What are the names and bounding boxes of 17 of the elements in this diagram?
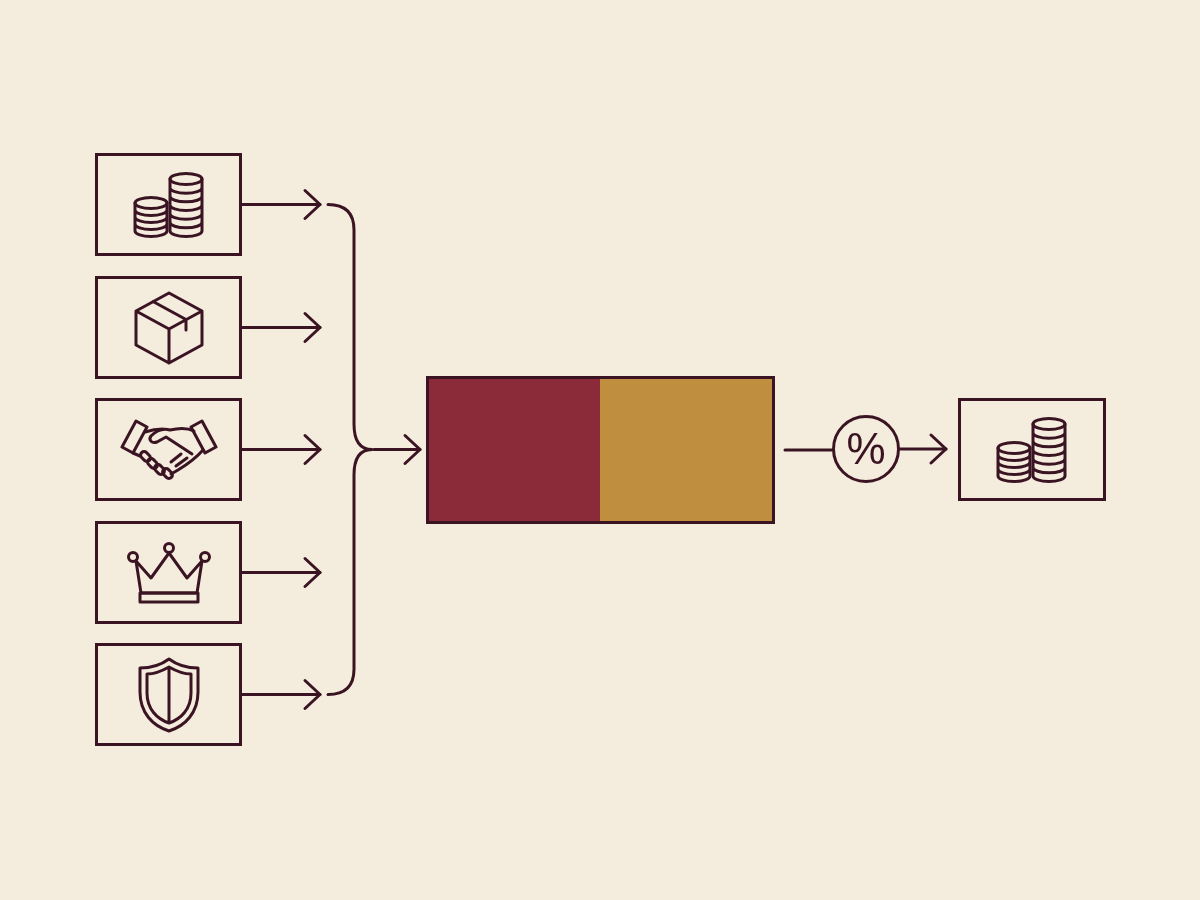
- process-box: [95, 398, 242, 501]
- process-box: [95, 521, 242, 624]
- arrow: [240, 557, 322, 588]
- arrow: [240, 189, 322, 220]
- connector-line: [783, 448, 834, 452]
- operator-circle: [832, 415, 900, 483]
- process-box: [95, 153, 242, 256]
- process-box: [95, 643, 242, 746]
- process-box: [958, 398, 1106, 501]
- arrow: [898, 433, 948, 465]
- arrow: [240, 434, 322, 465]
- arrow: [240, 679, 322, 710]
- arrow: [372, 434, 422, 465]
- split-bar: [426, 376, 775, 524]
- arrow: [240, 312, 322, 343]
- percent-sign: %: [846, 427, 886, 471]
- process-box: [95, 276, 242, 379]
